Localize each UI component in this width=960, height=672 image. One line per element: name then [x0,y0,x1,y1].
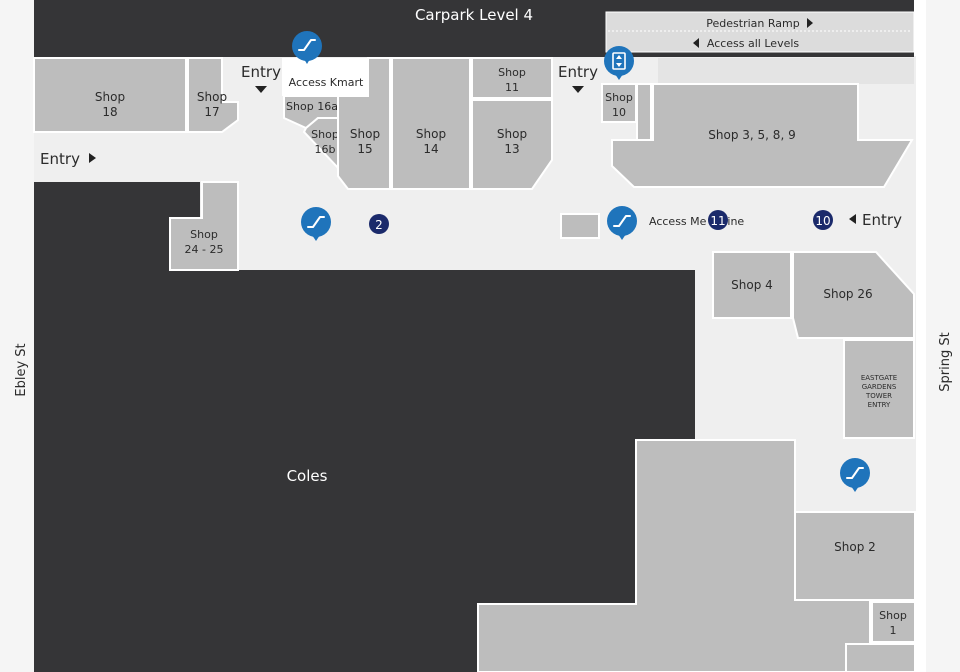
shop-16b[interactable]: Shop 16b [302,117,341,173]
access-mezzanine-label: Access Me ine [649,215,744,228]
shop-11[interactable]: Shop 11 [471,57,553,99]
entry-top-left[interactable]: Entry [241,63,281,93]
eastgate-line-1: EASTGATE [861,374,897,382]
shop-13-label: Shop [497,127,527,141]
shop-18-number: 18 [102,105,117,119]
marker-2[interactable]: 2 [369,214,389,234]
marker-10[interactable]: 10 [813,210,833,230]
shop-unit-small [636,83,652,141]
coles-label: Coles [287,467,328,485]
shop-2[interactable]: Shop 2 [794,511,916,601]
shop-26[interactable]: Shop 26 [792,251,915,339]
arrow-down-icon [255,86,267,93]
shop-24-25-label: Shop [190,228,218,241]
escalator-icon[interactable] [292,31,322,64]
entry-left[interactable]: Entry [40,150,96,168]
shop-11-label: Shop [498,66,526,79]
street-ebley-st: Ebley St [14,343,29,396]
shop-13[interactable]: Shop 13 [471,99,553,190]
arrow-right-icon [89,153,96,163]
marker-11-number: 11 [710,214,725,228]
shop-4[interactable]: Shop 4 [712,251,792,319]
eastgate-line-2: GARDENS [862,383,897,391]
street-spring-st: Spring St [938,332,953,391]
shop-15[interactable]: Shop 15 [337,57,391,190]
pedestrian-ramp[interactable]: Pedestrian Ramp Access all Levels [605,11,915,53]
shop-14-label: Shop [416,127,446,141]
shop-17[interactable]: Shop 17 [187,57,239,133]
shop-18[interactable]: Shop 18 [33,57,187,133]
arrow-right-icon [807,18,813,28]
entry-label: Entry [40,150,80,168]
entry-label: Entry [241,63,281,81]
shop-10-number: 10 [612,106,626,119]
arrow-left-icon [693,38,699,48]
marker-10-number: 10 [815,214,830,228]
shop-24-25[interactable]: Shop 24 - 25 [169,181,239,271]
shop-17-number: 17 [204,105,219,119]
kiosk [560,213,600,239]
escalator-icon[interactable] [301,207,331,241]
shop-14[interactable]: Shop 14 [391,57,471,190]
lift-icon[interactable] [604,46,634,80]
shop-24-25-number: 24 - 25 [185,243,224,256]
shop-15-number: 15 [357,142,372,156]
shop-1[interactable]: Shop 1 [871,601,916,643]
shop-3-5-8-9[interactable]: Shop 3, 5, 8, 9 [611,83,914,188]
shop-2-label: Shop 2 [834,540,876,554]
shop-unit-bottom-right [845,643,916,672]
shop-3-5-8-9-label: Shop 3, 5, 8, 9 [708,128,795,142]
coles-store [34,182,695,672]
pedestrian-ramp-label: Pedestrian Ramp [706,17,799,30]
shop-16a-label: Shop 16a [286,100,338,113]
eastgate-line-4: ENTRY [868,401,891,409]
shop-1-label: Shop [879,609,907,622]
shop-16b-number: 16b [315,143,336,156]
shop-13-number: 13 [504,142,519,156]
escalator-icon[interactable] [840,458,870,492]
shop-18-label: Shop [95,90,125,104]
access-kmart-label: Access Kmart [289,76,364,89]
shop-26-label: Shop 26 [823,287,872,301]
shop-17-label: Shop [197,90,227,104]
shop-4-label: Shop 4 [731,278,773,292]
entry-right[interactable]: Entry [849,211,902,229]
shop-11-number: 11 [505,81,519,94]
eastgate-gardens-tower-entry[interactable]: EASTGATE GARDENS TOWER ENTRY [843,339,915,439]
shop-10[interactable]: Shop 10 [601,83,637,123]
entry-top-middle[interactable]: Entry [558,63,598,93]
shop-14-number: 14 [423,142,438,156]
marker-11[interactable]: 11 [708,210,728,230]
shop-1-number: 1 [890,624,897,637]
entry-label: Entry [558,63,598,81]
carpark-label: Carpark Level 4 [415,6,533,24]
shop-15-label: Shop [350,127,380,141]
access-kmart-area[interactable]: Access Kmart [282,58,368,96]
shop-10-label: Shop [605,91,633,104]
shop-16b-label: Shop [311,128,339,141]
access-all-levels-label: Access all Levels [707,37,800,50]
marker-2-number: 2 [375,218,383,232]
arrow-left-icon [849,214,856,224]
arrow-down-icon [572,86,584,93]
escalator-icon[interactable] [607,206,637,240]
eastgate-line-3: TOWER [865,392,892,400]
entry-label: Entry [862,211,902,229]
